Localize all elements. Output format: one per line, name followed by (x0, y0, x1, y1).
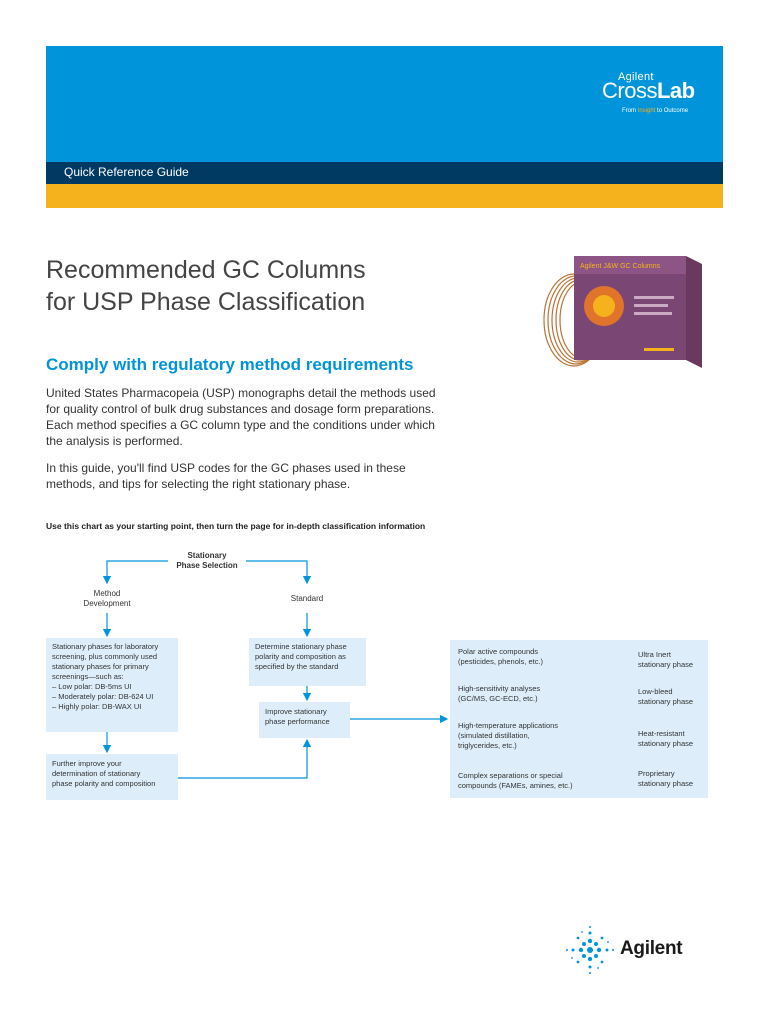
crosslab-agilent-text: Agilent (618, 71, 654, 83)
crosslab-logo: Agilent CrossLab From Insight to Outcome (600, 68, 710, 124)
page-title-line1: Recommended GC Columns (46, 256, 366, 284)
flow-outcomes-panel (450, 640, 708, 798)
header-banner (46, 46, 723, 162)
flow-box-lab-screening: Stationary phases for laboratory screeni… (46, 638, 178, 732)
arrow-root-to-standard (246, 560, 312, 585)
product-box-side (686, 256, 702, 368)
outcome-input-3: High-temperature applications(simulated … (458, 721, 559, 750)
agilent-wordmark: Agilent (620, 938, 683, 959)
flow-box-further-improve: Further improve your determination of st… (46, 754, 178, 800)
intro-paragraph: United States Pharmacopeia (USP) monogra… (46, 386, 436, 448)
arrow-root-to-method (102, 560, 168, 585)
flow-box-improve: Improve stationary phase performance (259, 702, 350, 738)
outcome-input-1: Polar active compounds(pesticides, pheno… (458, 647, 544, 666)
guide-paragraph: In this guide, you'll find USP codes for… (46, 461, 406, 491)
header-stripe-navy (46, 162, 723, 184)
guide-type-label: Quick Reference Guide (64, 165, 189, 179)
page-title-line2: for USP Phase Classification (46, 288, 366, 316)
header-stripe-gold (46, 184, 723, 208)
agilent-logo: Agilent (564, 924, 694, 976)
section-heading: Comply with regulatory method requiremen… (46, 355, 414, 374)
arrow-further-to-improve (178, 738, 312, 779)
crosslab-wordmark: CrossLab (602, 78, 695, 103)
product-box-label: Agilent J&W GC Columns (580, 263, 661, 270)
flow-standard: Standard (290, 594, 324, 603)
crosslab-tagline: From Insight to Outcome (622, 108, 689, 114)
agilent-spark-icon (566, 926, 614, 974)
outcome-input-2: High-sensitivity analyses(GC/MS, GC-ECD,… (458, 684, 541, 703)
chart-intro-text: Use this chart as your starting point, t… (46, 521, 426, 531)
flow-box-determine: Determine stationary phase polarity and … (249, 638, 366, 686)
gc-column-product-image: Agilent J&W GC Columns (543, 256, 702, 368)
